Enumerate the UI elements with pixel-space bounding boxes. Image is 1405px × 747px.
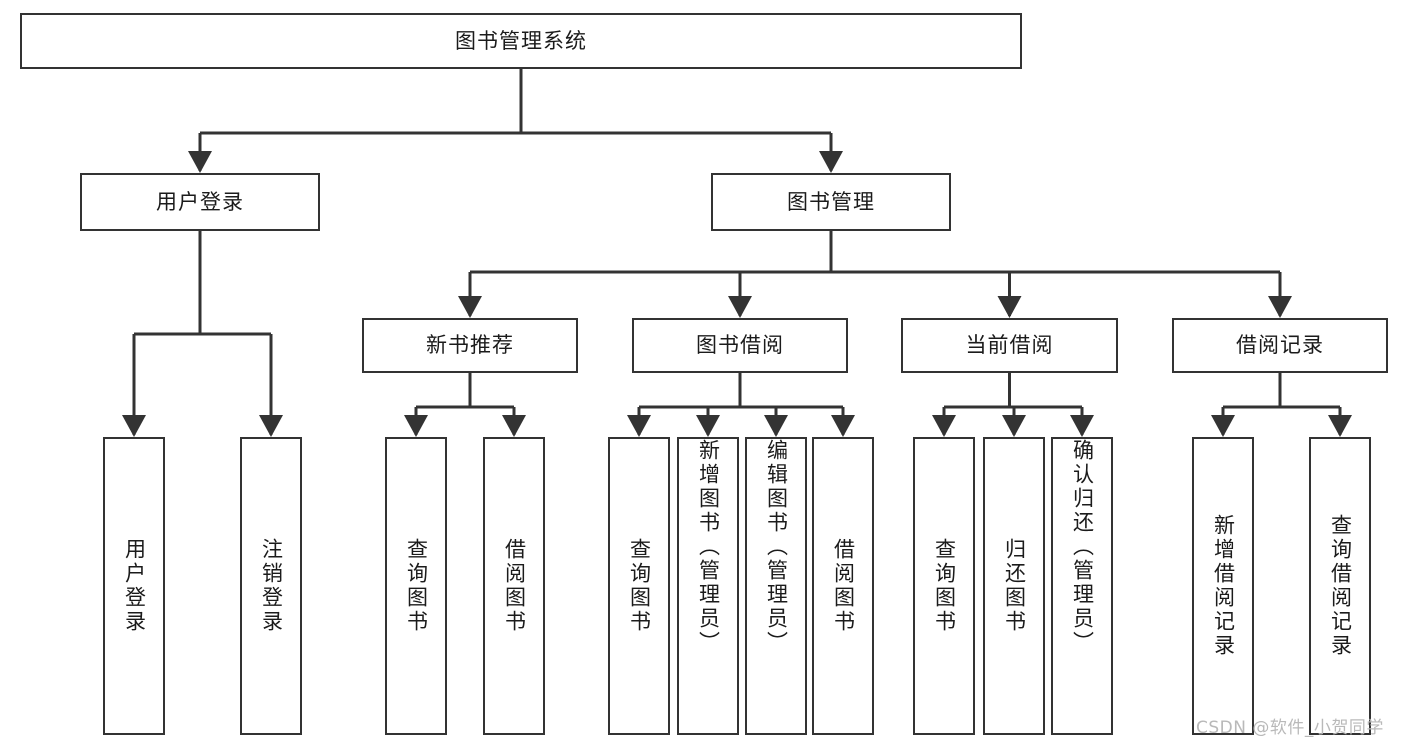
csdn-watermark: CSDN @软件_小贺同学 [1196, 718, 1384, 738]
node-leaf-query-borrow-record[interactable]: 查询借阅记录 [1309, 437, 1371, 735]
node-borrow-record-label: 借阅记录 [1236, 333, 1324, 358]
node-leaf-confirm-return[interactable]: 确认归还（管理员） [1051, 437, 1113, 735]
node-leaf-user-login-label: 用户登录 [122, 538, 147, 634]
node-leaf-edit-book[interactable]: 编辑图书（管理员） [745, 437, 807, 735]
node-borrow-record[interactable]: 借阅记录 [1172, 318, 1388, 373]
node-leaf-add-book-label: 新增图书（管理员） [696, 439, 721, 655]
node-current-borrow[interactable]: 当前借阅 [901, 318, 1118, 373]
node-current-borrow-label: 当前借阅 [965, 333, 1054, 358]
node-root-label: 图书管理系统 [455, 28, 587, 53]
node-user-login-label: 用户登录 [156, 189, 244, 214]
node-book-borrow[interactable]: 图书借阅 [632, 318, 848, 373]
node-leaf-add-book[interactable]: 新增图书（管理员） [677, 437, 739, 735]
node-leaf-edit-book-label: 编辑图书（管理员） [764, 439, 789, 655]
node-book-management-label: 图书管理 [787, 189, 875, 214]
node-book-management[interactable]: 图书管理 [711, 173, 951, 231]
node-leaf-borrow-book[interactable]: 借阅图书 [812, 437, 874, 735]
node-leaf-add-borrow-record-label: 新增借阅记录 [1211, 514, 1236, 658]
node-leaf-logout[interactable]: 注销登录 [240, 437, 302, 735]
node-leaf-user-login[interactable]: 用户登录 [103, 437, 165, 735]
node-leaf-return-book-label: 归还图书 [1002, 538, 1027, 634]
node-user-login[interactable]: 用户登录 [80, 173, 320, 231]
node-root[interactable]: 图书管理系统 [20, 13, 1022, 69]
node-leaf-add-borrow-record[interactable]: 新增借阅记录 [1192, 437, 1254, 735]
node-leaf-query-book-current-label: 查询图书 [932, 538, 957, 634]
node-leaf-borrow-book-rec[interactable]: 借阅图书 [483, 437, 545, 735]
node-leaf-query-book-rec[interactable]: 查询图书 [385, 437, 447, 735]
node-new-book-recommend-label: 新书推荐 [426, 333, 514, 358]
node-leaf-confirm-return-label: 确认归还（管理员） [1070, 439, 1095, 655]
node-leaf-borrow-book-label: 借阅图书 [831, 538, 856, 634]
node-leaf-query-book-borrow-label: 查询图书 [627, 538, 652, 634]
node-leaf-borrow-book-rec-label: 借阅图书 [502, 538, 527, 634]
node-leaf-return-book[interactable]: 归还图书 [983, 437, 1045, 735]
node-new-book-recommend[interactable]: 新书推荐 [362, 318, 578, 373]
node-leaf-logout-label: 注销登录 [259, 538, 284, 634]
node-leaf-query-book-current[interactable]: 查询图书 [913, 437, 975, 735]
node-leaf-query-borrow-record-label: 查询借阅记录 [1328, 514, 1353, 658]
node-book-borrow-label: 图书借阅 [696, 333, 784, 358]
node-leaf-query-book-borrow[interactable]: 查询图书 [608, 437, 670, 735]
node-leaf-query-book-rec-label: 查询图书 [404, 538, 429, 634]
